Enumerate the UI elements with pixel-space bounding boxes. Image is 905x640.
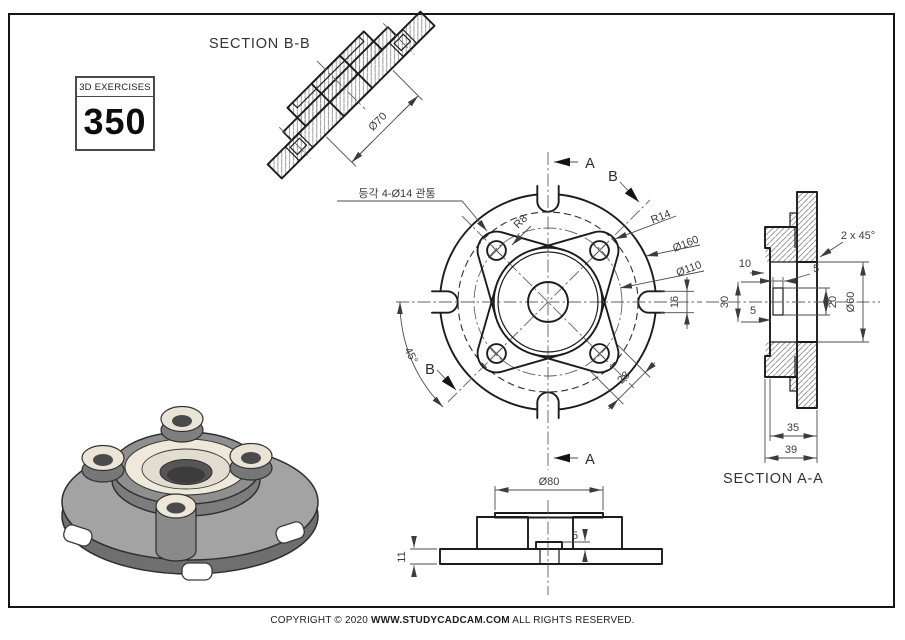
front-view: A A B B R14 Ø160 Ø110 R8 등각 4-Ø14 관통 45°: [337, 152, 705, 470]
copyright-bar: COPYRIGHT © 2020 WWW.STUDYCADCAM.COM ALL…: [0, 615, 905, 626]
badge-number: 350: [83, 101, 147, 142]
dim-bb-d70: Ø70: [366, 110, 389, 133]
dim-11: 11: [396, 551, 408, 562]
section-aa-title: SECTION A-A: [723, 471, 824, 487]
dim-d160: Ø160: [671, 234, 700, 255]
copyright-suffix: ALL RIGHTS RESERVED.: [509, 615, 635, 626]
dim-39: 39: [785, 444, 797, 456]
copyright-site: WWW.STUDYCADCAM.COM: [371, 615, 510, 626]
section-bb-view: Ø70: [266, 10, 436, 180]
dim-5: 5: [572, 530, 578, 542]
dim-20: 20: [827, 296, 839, 308]
badge-label: 3D EXERCISES: [77, 78, 153, 97]
dim-r14: R14: [649, 208, 672, 227]
section-aa-view: 2 x 45° 10 30 5 5 20: [706, 191, 880, 463]
bolt-boss-front: [155, 493, 197, 562]
dim-16: 16: [669, 296, 681, 308]
slot-notches: [63, 521, 305, 581]
dim-30: 30: [719, 296, 731, 308]
exercise-badge: 3D EXERCISES 350: [75, 76, 155, 151]
section-a-letter-bottom: A: [585, 452, 595, 468]
bottom-view: Ø80 11 5: [396, 476, 663, 595]
section-bb-title: SECTION B-B: [209, 36, 311, 52]
drawing-frame: [8, 13, 895, 608]
section-a-letter-top: A: [585, 156, 595, 172]
copyright-prefix: COPYRIGHT © 2020: [270, 615, 372, 626]
dim-35: 35: [787, 422, 799, 434]
isometric-render: [61, 405, 319, 581]
bolt-boss-right: [229, 442, 273, 481]
dim-d60: Ø60: [845, 292, 857, 313]
dim-chamfer: 2 x 45°: [841, 230, 875, 242]
dim-d110: Ø110: [675, 259, 704, 279]
dim-5-width: 5: [813, 263, 819, 275]
bolt-boss-back: [160, 405, 204, 443]
dim-d80: Ø80: [539, 476, 560, 488]
dim-45deg: 45°: [402, 346, 420, 366]
note-korean: 등각 4-Ø14 관통: [358, 187, 435, 200]
dim-r8: R8: [512, 213, 530, 231]
dim-10: 10: [739, 258, 751, 270]
dim-5-depth: 5: [750, 305, 756, 317]
section-b-letter-bottom: B: [425, 362, 435, 378]
bolt-boss-left: [81, 444, 125, 483]
section-b-letter-top: B: [608, 169, 618, 185]
